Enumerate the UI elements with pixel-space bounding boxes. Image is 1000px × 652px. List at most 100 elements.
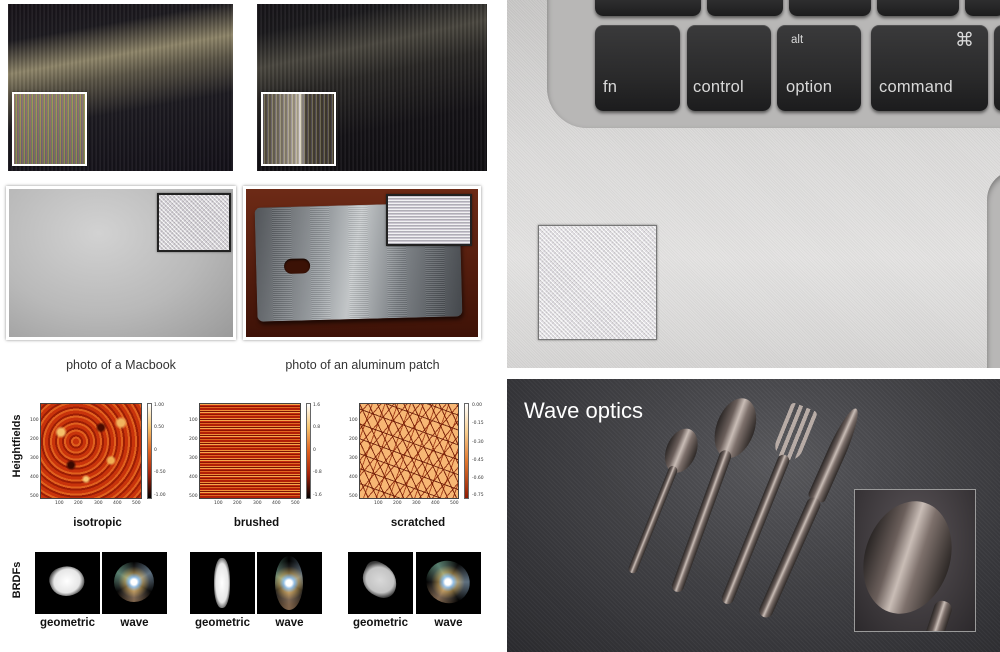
scratched-cbar-tick-1: 0.00 bbox=[472, 403, 483, 408]
macbook-zoom-inset bbox=[157, 193, 231, 252]
spoon-zoom-inset bbox=[854, 489, 976, 632]
heightfield-scratched-map bbox=[359, 403, 459, 499]
brushed-tick-y-1: 100 bbox=[189, 418, 198, 423]
brdf-wave-isotropic bbox=[102, 552, 167, 614]
caption-aluminum: photo of an aluminum patch bbox=[285, 358, 440, 372]
key-fn: fn bbox=[595, 25, 680, 111]
heightfields-row-label: Heightfields bbox=[11, 414, 23, 478]
brushed-tick-x-4: 400 bbox=[272, 501, 281, 506]
brdf-geometric-scratched bbox=[348, 552, 413, 614]
brdf-label-wave-1: wave bbox=[120, 617, 149, 629]
aluminum-zoom-inset bbox=[386, 194, 472, 246]
key-option-label: option bbox=[786, 78, 833, 96]
keyboard-surface-zoom-inset bbox=[538, 225, 657, 340]
brdf-label-geometric-2: geometric bbox=[195, 617, 250, 629]
brushed-tick-x-5: 500 bbox=[291, 501, 300, 506]
brushed-tick-x-3: 300 bbox=[253, 501, 262, 506]
brushed-cbar-tick-1: 1.6 bbox=[313, 403, 321, 408]
brushed-tick-x-2: 200 bbox=[233, 501, 242, 506]
brdfs-row-label: BRDFs bbox=[11, 561, 23, 599]
iso-tick-x-5: 500 bbox=[132, 501, 141, 506]
key-top-3 bbox=[789, 0, 871, 16]
brushed-cbar-tick-7: -0.8 bbox=[313, 470, 322, 475]
iso-tick-y-4: 400 bbox=[30, 475, 39, 480]
iso-tick-y-1: 100 bbox=[30, 418, 39, 423]
key-control-label: control bbox=[693, 78, 744, 96]
brdf-wave-isotropic-lobe bbox=[114, 562, 154, 602]
heightfield-isotropic-map bbox=[40, 403, 142, 499]
large-spoon-bowl bbox=[706, 392, 764, 464]
brdf-geometric-brushed bbox=[190, 552, 255, 614]
brushed-cbar-tick-9: -1.6 bbox=[313, 493, 322, 498]
scratched-cbar-tick-5: -0.60 bbox=[472, 476, 484, 481]
scratched-tick-x-2: 200 bbox=[393, 501, 402, 506]
iso-cbar-tick-1: 1.00 bbox=[154, 403, 165, 408]
key-partial-right bbox=[994, 25, 1000, 111]
scratched-tick-x-3: 300 bbox=[412, 501, 421, 506]
scratched-tick-x-4: 400 bbox=[431, 501, 440, 506]
brdf-label-geometric-1: geometric bbox=[40, 617, 95, 629]
key-command: ⌘ command bbox=[871, 25, 988, 111]
scratched-tick-y-5: 500 bbox=[349, 494, 358, 499]
iso-tick-x-2: 200 bbox=[74, 501, 83, 506]
scratched-tick-y-2: 200 bbox=[349, 437, 358, 442]
brushed-metal-zoom-inset-left bbox=[12, 92, 87, 166]
iso-tick-x-1: 100 bbox=[55, 501, 64, 506]
brushed-tick-y-5: 500 bbox=[189, 494, 198, 499]
scratched-cbar-tick-2: -0.15 bbox=[472, 421, 484, 426]
key-option: alt option bbox=[777, 25, 861, 111]
keyboard-photo: fn control alt option ⌘ command bbox=[507, 0, 1000, 368]
aluminum-patch-photo bbox=[243, 186, 481, 340]
brdf-wave-brushed-lobe bbox=[275, 556, 303, 610]
iso-tick-y-5: 500 bbox=[30, 494, 39, 499]
scratched-tick-y-1: 100 bbox=[349, 418, 358, 423]
key-option-alt-label: alt bbox=[791, 34, 804, 46]
scratched-tick-x-5: 500 bbox=[450, 501, 459, 506]
heightfield-brushed-colorbar bbox=[306, 403, 311, 499]
brdf-label-wave-3: wave bbox=[434, 617, 463, 629]
heightfield-label-brushed: brushed bbox=[233, 517, 280, 529]
heightfield-brushed-map bbox=[199, 403, 301, 499]
wave-optics-render: Wave optics bbox=[507, 379, 1000, 652]
brdf-label-wave-2: wave bbox=[275, 617, 304, 629]
scratched-cbar-tick-3: -0.30 bbox=[472, 440, 484, 445]
iso-tick-x-4: 400 bbox=[113, 501, 122, 506]
heightfield-label-scratched: scratched bbox=[390, 517, 446, 529]
brdf-wave-scratched-lobe bbox=[418, 552, 478, 612]
brdf-label-geometric-3: geometric bbox=[353, 617, 408, 629]
brdf-geometric-isotropic-lobe bbox=[45, 561, 89, 601]
brushed-metal-zoom-inset-right bbox=[261, 92, 336, 166]
heightfield-isotropic-colorbar bbox=[147, 403, 152, 499]
brdf-geometric-brushed-lobe bbox=[214, 558, 230, 608]
iso-cbar-tick-9: -1.00 bbox=[154, 493, 166, 498]
brdf-geometric-scratched-lobe bbox=[356, 557, 404, 603]
key-top-4 bbox=[877, 0, 959, 16]
brdf-geometric-isotropic bbox=[35, 552, 100, 614]
key-top-1 bbox=[595, 0, 701, 16]
scratched-cbar-tick-4: -0.45 bbox=[472, 458, 484, 463]
trackpad-well-edge bbox=[987, 170, 1000, 368]
brushed-tick-y-4: 400 bbox=[189, 475, 198, 480]
wave-optics-title: Wave optics bbox=[524, 398, 644, 423]
caption-macbook: photo of a Macbook bbox=[66, 358, 176, 372]
iso-tick-y-3: 300 bbox=[30, 456, 39, 461]
brushed-metal-photo-left bbox=[8, 4, 233, 171]
scratched-tick-y-3: 300 bbox=[349, 456, 358, 461]
iso-tick-y-2: 200 bbox=[30, 437, 39, 442]
key-fn-label: fn bbox=[603, 78, 618, 96]
scratched-cbar-tick-6: -0.75 bbox=[472, 493, 484, 498]
brushed-tick-y-2: 200 bbox=[189, 437, 198, 442]
iso-cbar-tick-3: 0.50 bbox=[154, 425, 165, 430]
brushed-cbar-tick-5: 0 bbox=[313, 448, 316, 453]
key-top-2 bbox=[707, 0, 783, 16]
brdf-wave-scratched bbox=[416, 552, 481, 614]
scratched-tick-y-4: 400 bbox=[349, 475, 358, 480]
brushed-tick-y-3: 300 bbox=[189, 456, 198, 461]
heightfield-label-isotropic: isotropic bbox=[73, 517, 122, 529]
brushed-cbar-tick-3: 0.8 bbox=[313, 425, 321, 430]
key-command-label: command bbox=[879, 78, 953, 96]
macbook-photo bbox=[6, 186, 236, 340]
brdf-wave-brushed bbox=[257, 552, 322, 614]
scratched-tick-x-1: 100 bbox=[374, 501, 383, 506]
brushed-tick-x-1: 100 bbox=[214, 501, 223, 506]
